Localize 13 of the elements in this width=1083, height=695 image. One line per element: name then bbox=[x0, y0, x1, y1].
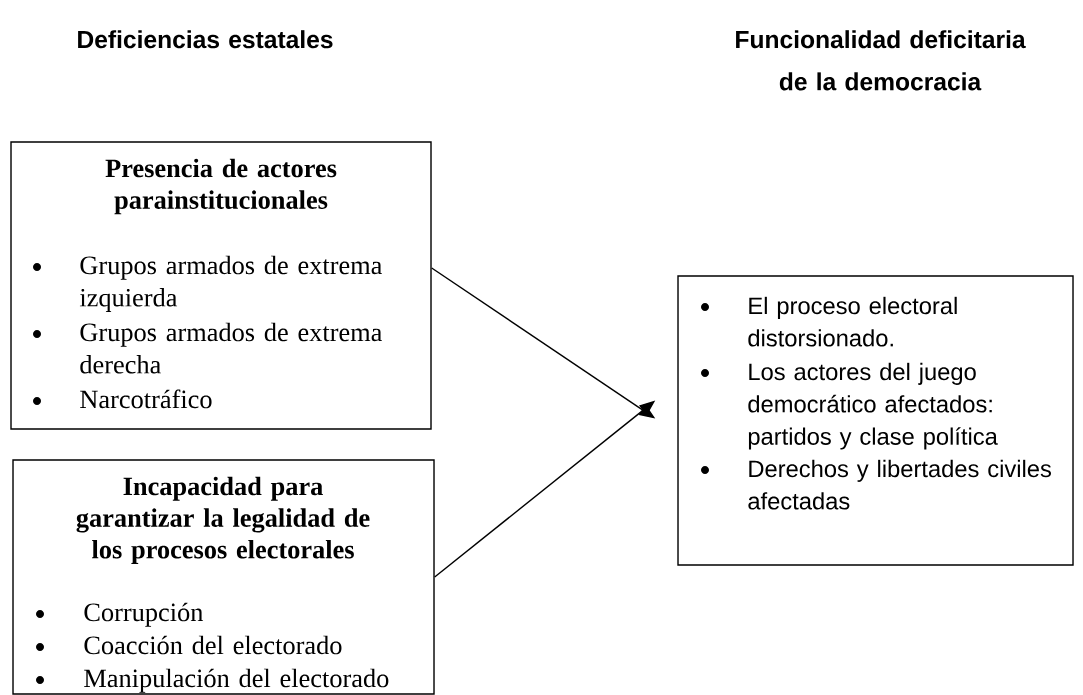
bullet-item: Narcotráfico bbox=[80, 389, 212, 409]
bullet-item: Manipulación del electorado bbox=[84, 668, 389, 693]
bullet-item: El proceso electoral distorsionado. bbox=[748, 296, 957, 347]
box-heading: Presencia de actores parainstitucionales bbox=[105, 158, 337, 215]
bullet-item: Coacción del electorado bbox=[84, 635, 342, 655]
column-heading: Deficiencias estatales bbox=[78, 30, 333, 49]
bullet-item: Derechos y libertades civiles afectadas bbox=[748, 459, 1051, 510]
column-heading: Funcionalidad deficitaria de la democracia bbox=[736, 30, 1026, 91]
bullet-item: Grupos armados de extrema izquierda bbox=[79, 255, 382, 312]
box-heading: Incapacidad para garantizar la legalidad de los procesos electorales bbox=[76, 476, 370, 564]
bullet-item: Los actores del juego democrático afectados: partidos y clase política bbox=[748, 362, 998, 450]
bullet-item: Corrupción bbox=[84, 602, 204, 627]
bullet-item: Grupos armados de extrema derecha bbox=[80, 322, 382, 374]
